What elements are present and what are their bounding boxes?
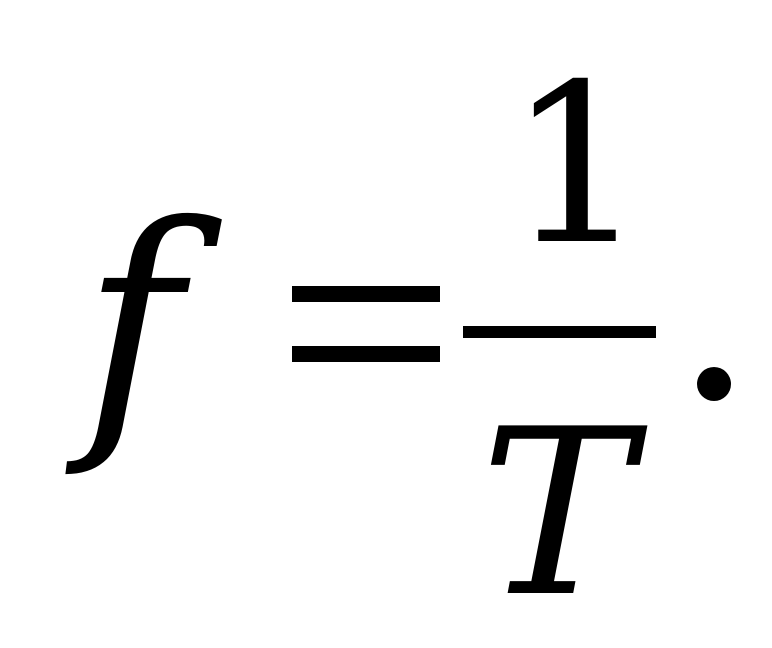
variable-f: f (82, 167, 182, 482)
fraction-denominator: T (480, 381, 634, 648)
equals-sign-top-bar (292, 286, 440, 302)
fraction-bar (463, 326, 656, 338)
terminal-period (697, 367, 731, 401)
equals-sign-bottom-bar (292, 346, 440, 362)
fraction-numerator: 1 (507, 37, 647, 293)
